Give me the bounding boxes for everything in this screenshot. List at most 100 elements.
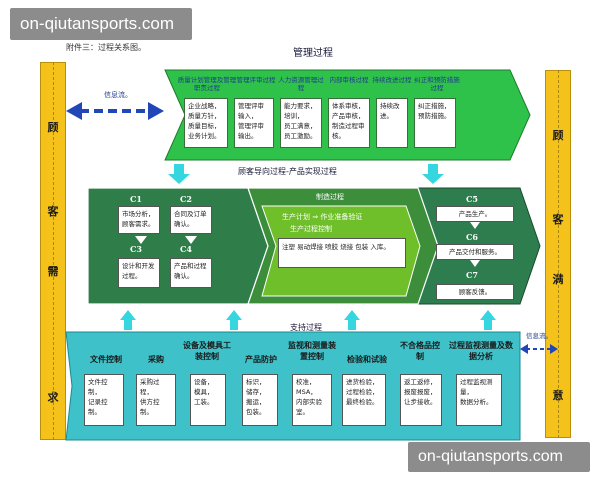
info-flow-label: 信息流。: [104, 91, 132, 99]
support-box-3-item-3: 工装。: [194, 398, 214, 406]
support-box-7-item-1: 返工返修，: [404, 378, 437, 386]
info-flow-arrow-right: [520, 344, 558, 354]
support-box-3-item-1: 设备，: [194, 378, 214, 386]
up-arrow-2: [226, 310, 242, 330]
support-box-5: 校准， MSA， 内部实验室。: [292, 374, 332, 426]
mgmt-col-title-3: 人力资源管理过程: [278, 76, 324, 92]
mgmt-col-title-6: 纠正和预防措施过程: [414, 76, 460, 92]
manufacturing-title: 制造过程: [316, 193, 344, 201]
support-box-3: 设备， 模具， 工装。: [190, 374, 226, 426]
support-box-6-item-2: 过程检验，: [346, 388, 379, 396]
support-process-title: 支持过程: [290, 323, 322, 332]
c2-code: C2: [180, 194, 192, 204]
mgmt-card-1-item-1: 企业战略，: [188, 102, 221, 110]
management-process-title: 管理过程: [293, 48, 333, 59]
support-col-title-8: 过程监视测量及数据分析: [449, 341, 513, 361]
c4-code: C4: [180, 244, 192, 254]
support-box-3-item-2: 模具，: [194, 388, 214, 396]
support-col-title-4: 产品防护: [245, 355, 277, 364]
support-box-4-item-4: 包装。: [246, 408, 266, 416]
mgmt-card-3-item-4: 员工激励。: [284, 132, 317, 140]
mgmt-card-2-item-1: 管理评审输入，: [238, 102, 264, 120]
c5-code: C5: [466, 194, 478, 204]
mgmt-card-3-item-2: 培训，: [284, 112, 304, 120]
c1-box: 市场分析，顾客需求。: [118, 206, 160, 234]
support-box-4-item-1: 标识，: [246, 378, 266, 386]
c6-to-c7-arrow: [470, 260, 480, 267]
mgmt-card-3-item-1: 能力要求，: [284, 102, 317, 110]
up-arrow-4: [480, 310, 496, 330]
watermark-top: on-qiutansports.com: [10, 8, 192, 40]
support-box-4-item-2: 储存，: [246, 388, 266, 396]
c6-code: C6: [466, 232, 478, 242]
mgmt-card-3: 能力要求， 培训， 员工满意， 员工激励。: [280, 98, 322, 148]
support-col-title-6: 检验和试验: [347, 355, 387, 364]
support-box-7-item-3: 让步接收。: [404, 398, 437, 406]
c4-box: 产品和过程确认。: [170, 258, 212, 288]
mgmt-card-6-item-1: 纠正措施，: [418, 102, 451, 110]
mgmt-col-title-1: 质量计划管理及管理职责过程: [177, 76, 237, 92]
support-box-1: 文件控制， 记录控制。: [84, 374, 124, 426]
support-box-5-item-2: MSA，: [296, 388, 317, 396]
support-box-6-item-1: 进货检验，: [346, 378, 379, 386]
mgmt-card-2: 管理评审输入， 管理评审输出。: [234, 98, 274, 148]
right-bar-dotted-line: [558, 70, 559, 438]
support-col-title-7: 不合格品控制: [400, 341, 440, 361]
support-col-title-5: 监视和测量装置控制: [288, 341, 336, 361]
support-box-5-item-1: 校准，: [296, 378, 316, 386]
c6-box: 产品交付和服务。: [436, 244, 514, 260]
support-info-flow-label: 信息流。: [526, 332, 552, 340]
mgmt-card-1-item-4: 业务计划。: [188, 132, 221, 140]
manufacturing-line-2: 生产过程控制: [290, 225, 332, 233]
mgmt-card-1: 企业战略， 质量方针， 质量目标， 业务计划。: [184, 98, 228, 148]
c3-box: 设计和开发过程。: [118, 258, 160, 288]
mgmt-card-4-item-2: 产品审核，: [332, 112, 365, 120]
manufacturing-line-1: 生产计划 ⇒ 作业准备验证: [282, 213, 363, 221]
down-arrow-left: [168, 164, 190, 184]
support-box-1-item-2: 记录控制。: [88, 398, 108, 416]
c7-box: 顾客反馈。: [436, 284, 514, 300]
mgmt-col-title-4: 内部审核过程: [329, 76, 369, 84]
support-col-title-3: 设备及模具工装控制: [183, 341, 231, 361]
c3-code: C3: [130, 244, 142, 254]
support-box-7: 返工返修， 报废报废， 让步接收。: [400, 374, 442, 426]
mgmt-col-title-2: 管理评审过程: [236, 76, 276, 84]
info-flow-arrow-left: [66, 102, 164, 120]
attachment-label: 附件三：过程关系图。: [66, 43, 146, 52]
support-box-2-item-2: 供方控制。: [140, 398, 160, 416]
c5-to-c6-arrow: [470, 222, 480, 229]
c1-to-c3-arrow: [135, 236, 147, 244]
support-box-6: 进货检验， 过程检验， 最终检验。: [342, 374, 386, 426]
support-box-7-item-2: 报废报废，: [404, 388, 437, 396]
c2-to-c4-arrow: [185, 236, 197, 244]
support-col-title-2: 采购: [148, 355, 164, 364]
left-bar-dotted-line: [53, 62, 54, 440]
customer-process-title: 顾客导向过程-产品实现过程: [238, 167, 337, 176]
mgmt-col-title-5: 持续改进过程: [372, 76, 412, 84]
c5-box: 产品生产。: [436, 206, 514, 222]
down-arrow-right: [422, 164, 444, 184]
mgmt-card-5-item-1: 持续改进。: [380, 102, 400, 120]
support-box-2: 采购过程， 供方控制。: [136, 374, 176, 426]
support-box-4-item-3: 搬运，: [246, 398, 266, 406]
mgmt-card-6-item-2: 预防措施。: [418, 112, 451, 120]
mgmt-card-2-item-2: 管理评审输出。: [238, 122, 264, 140]
manufacturing-steps-box: 注塑 易动焊接 喷胶 烧接 包装 入库。: [278, 238, 406, 268]
c1-code: C1: [130, 194, 142, 204]
mgmt-card-4-item-3: 制造过程审核。: [332, 122, 365, 140]
mgmt-card-5: 持续改进。: [376, 98, 408, 148]
support-box-1-item-1: 文件控制，: [88, 378, 108, 396]
mgmt-card-1-item-2: 质量方针，: [188, 112, 221, 120]
support-col-title-1: 文件控制: [90, 355, 122, 364]
mgmt-card-6: 纠正措施， 预防措施。: [414, 98, 456, 148]
mgmt-card-3-item-3: 员工满意，: [284, 122, 317, 130]
watermark-bottom: on-qiutansports.com: [408, 442, 590, 472]
up-arrow-1: [120, 310, 136, 330]
support-box-8-item-1: 过程监视测量，: [460, 378, 493, 396]
up-arrow-3: [344, 310, 360, 330]
c2-box: 合同及订单确认。: [170, 206, 212, 234]
mgmt-card-4: 体系审核， 产品审核， 制造过程审核。: [328, 98, 370, 148]
support-box-2-item-1: 采购过程，: [140, 378, 160, 396]
support-box-5-item-3: 内部实验室。: [296, 398, 322, 416]
support-box-4: 标识， 储存， 搬运， 包装。: [242, 374, 278, 426]
